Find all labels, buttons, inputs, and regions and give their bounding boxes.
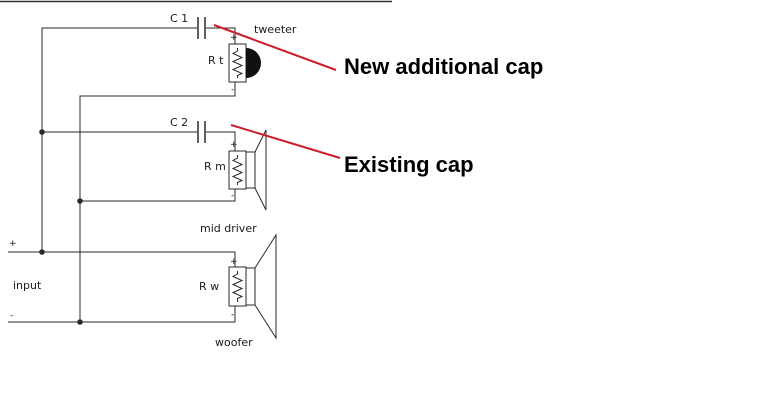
woofer-label: woofer [215,336,253,349]
existing-cap-pointer [230,124,341,159]
new-cap-pointer [213,24,337,71]
input-minus: - [10,311,13,321]
woofer-driver [228,233,277,340]
c2-label: C 2 [170,116,188,129]
rt-label: R t [208,54,224,67]
mid-plus: + [230,140,238,150]
tweeter-dome-icon [246,48,261,78]
woofer-plus: + [230,257,238,267]
junction-dot [39,249,45,255]
tweeter-minus: - [231,85,234,95]
mid-minus: - [231,191,234,201]
wiring [8,27,236,323]
rm-label: R m [204,160,226,173]
mid-cone-icon [254,129,267,211]
mid-driver-label: mid driver [200,222,257,235]
tweeter-label: tweeter [254,23,297,36]
tweeter-driver [228,43,261,83]
woofer-minus: - [231,310,234,320]
input-label: input [13,279,42,292]
existing-cap-annotation: Existing cap [344,152,474,177]
tweeter-plus: + [230,33,238,43]
input-plus: + [9,239,17,249]
mid-driver [228,129,267,211]
junction-dot [77,198,83,204]
junction-dot [39,129,45,135]
woofer-cone-icon [254,233,277,340]
new-cap-annotation: New additional cap [344,54,543,79]
junction-dot [77,319,83,325]
capacitor-c2 [197,121,206,143]
rw-label: R w [199,280,219,293]
capacitor-c1 [197,17,206,39]
c1-label: C 1 [170,12,188,25]
